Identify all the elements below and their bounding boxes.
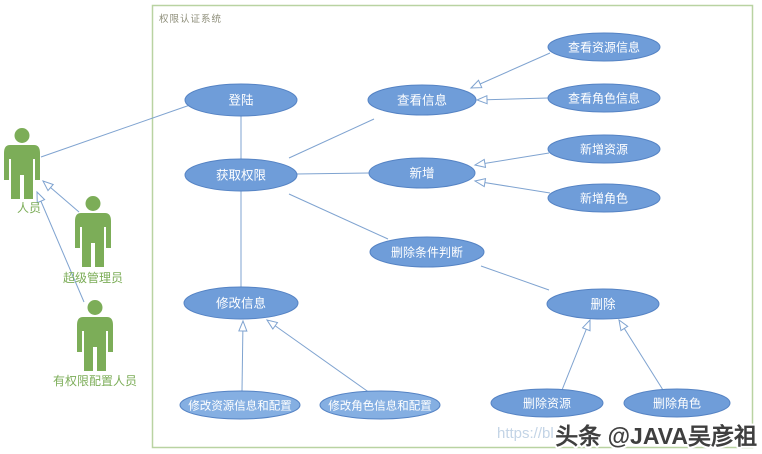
system-title: 权限认证系统 (159, 13, 222, 25)
usecase-view-info-label: 查看信息 (397, 93, 447, 108)
usecase-delete-resource-label: 删除资源 (523, 396, 571, 411)
edge-modifyrole-modifyinfo (265, 319, 371, 394)
usecase-delete-resource: 删除资源 (490, 388, 604, 418)
person-figure-icon (77, 300, 113, 371)
person-figure-icon (75, 196, 111, 267)
usecase-add-role: 新增角色 (547, 183, 661, 213)
edge-viewresource-viewinfo (469, 52, 551, 89)
usecase-delete-condition-label: 删除条件判断 (391, 245, 463, 260)
person-figure-icon (4, 128, 40, 199)
usecase-get-permission: 获取权限 (184, 158, 298, 192)
edge-modifyresource-modifyinfo (238, 319, 248, 392)
edge-addrole-add (473, 177, 551, 194)
usecase-add-resource-label: 新增资源 (580, 142, 628, 157)
usecase-modify-role-config: 修改角色信息和配置 (319, 390, 441, 420)
usecase-modify-resource-config-label: 修改资源信息和配置 (188, 399, 292, 413)
usecase-view-role-info: 查看角色信息 (547, 83, 661, 113)
edge-superadmin-person (41, 180, 80, 213)
usecase-modify-resource-config: 修改资源信息和配置 (179, 390, 301, 420)
actor-super-admin-label: 超级管理员 (63, 270, 123, 285)
usecase-view-info: 查看信息 (367, 84, 477, 116)
brand-watermark: 头条 @JAVA吴彦祖 (555, 423, 757, 449)
usecase-view-role-info-label: 查看角色信息 (568, 91, 640, 106)
actor-config-person-label: 有权限配置人员 (53, 374, 137, 388)
usecase-view-resource-info-label: 查看资源信息 (568, 40, 640, 55)
edge-deleteresource-delete (561, 318, 591, 391)
usecase-add-role-label: 新增角色 (580, 191, 628, 206)
actor-person: 人员 (4, 128, 41, 215)
usecase-delete-condition: 删除条件判断 (369, 236, 485, 268)
usecase-login-label: 登陆 (228, 93, 253, 108)
usecase-login: 登陆 (184, 83, 298, 117)
generalization-lines (36, 52, 664, 394)
edge-addresource-add (473, 152, 550, 168)
edge-getpermission-deletecondition (288, 193, 389, 240)
actors: 人员 超级管理员 有权限配置人员 (4, 128, 137, 388)
usecase-add-resource: 新增资源 (547, 134, 661, 164)
usecase-get-permission-label: 获取权限 (216, 168, 267, 183)
use-cases: 登陆 获取权限 查看信息 新增 查看资源信息 查看角色信息 新增资源 新增角色 (179, 32, 731, 420)
edge-person-login (40, 104, 191, 158)
usecase-delete-role: 删除角色 (623, 388, 731, 418)
usecase-modify-role-config-label: 修改角色信息和配置 (328, 399, 432, 413)
edge-deletecondition-delete (480, 265, 550, 291)
actor-config-person: 有权限配置人员 (53, 300, 137, 388)
usecase-add: 新增 (368, 157, 476, 189)
association-lines (40, 104, 550, 291)
usecase-add-label: 新增 (409, 166, 434, 181)
actor-person-label: 人员 (17, 201, 41, 215)
usecase-modify-info: 修改信息 (183, 286, 299, 320)
system-boundary-frame (151, 4, 754, 449)
edge-getpermission-viewinfo (288, 118, 375, 159)
edge-getpermission-add (295, 172, 370, 175)
usecase-view-resource-info: 查看资源信息 (547, 32, 661, 62)
usecase-delete-role-label: 删除角色 (653, 396, 701, 411)
actor-super-admin: 超级管理员 (63, 196, 123, 285)
edge-deleterole-delete (618, 318, 664, 391)
usecase-delete: 删除 (546, 288, 660, 320)
usecase-modify-info-label: 修改信息 (216, 296, 266, 311)
edge-configperson-person (36, 190, 85, 303)
edge-viewrole-viewinfo (475, 94, 549, 105)
usecase-delete-label: 删除 (590, 297, 616, 312)
url-watermark: https://bl (497, 425, 554, 442)
